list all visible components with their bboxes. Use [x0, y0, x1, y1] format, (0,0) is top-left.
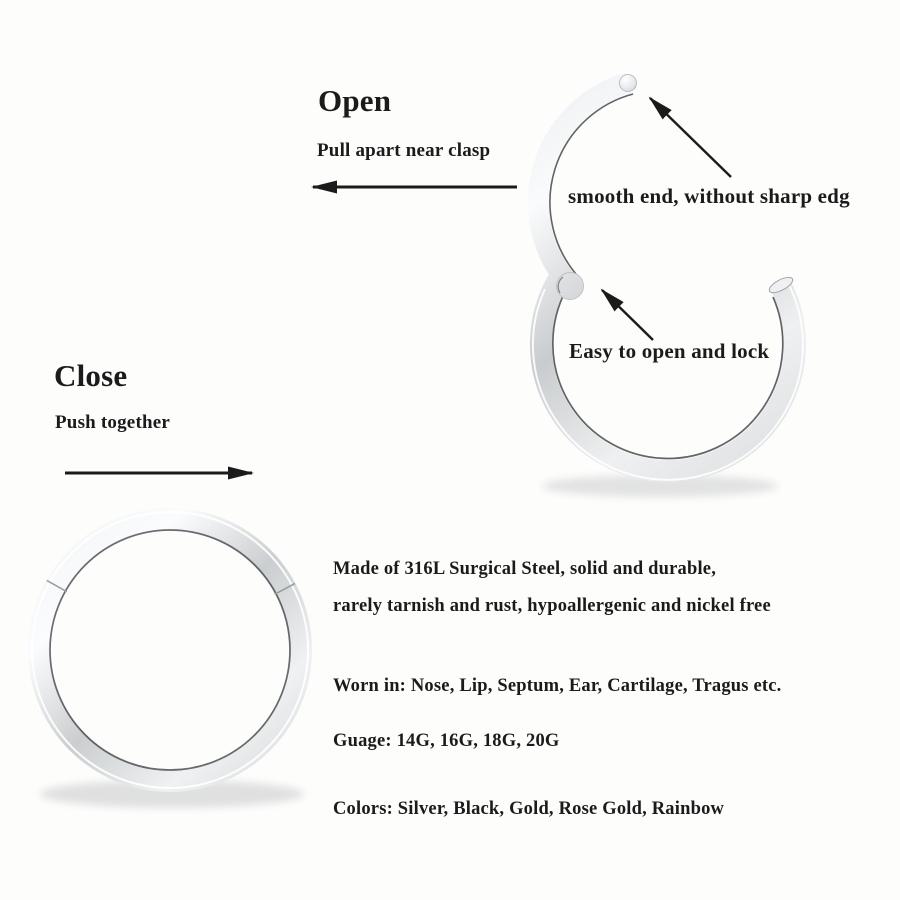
annotation-arrows — [65, 96, 732, 480]
hinge-joint — [556, 272, 584, 300]
closed-ring-shadow — [40, 780, 304, 808]
open-ring-shadow — [542, 475, 778, 497]
easy-lock-label: Easy to open and lock — [569, 339, 770, 363]
open-ring-illustration — [527, 72, 806, 497]
closed-ring-illustration — [28, 508, 312, 808]
closed-ring-seam-right — [274, 582, 296, 596]
smooth-end-label: smooth end, without sharp edg — [568, 184, 850, 208]
close-subtitle: Push together — [55, 412, 171, 433]
open-subtitle: Pull apart near clasp — [317, 140, 491, 161]
worn-in-text: Worn in: Nose, Lip, Septum, Ear, Cartila… — [333, 676, 782, 696]
material-line-1: Made of 316L Surgical Steel, solid and d… — [333, 559, 717, 579]
hinge-joint-line — [557, 276, 564, 294]
open-ring-highlight — [531, 282, 804, 481]
smooth-end-pointer-icon — [648, 96, 732, 178]
cut-end-face — [768, 276, 794, 294]
material-line-2: rarely tarnish and rust, hypoallergenic … — [333, 596, 771, 616]
colors-text: Colors: Silver, Black, Gold, Rose Gold, … — [333, 799, 725, 819]
closed-ring-highlight — [31, 511, 309, 789]
gauge-text: Guage: 14G, 16G, 18G, 20G — [333, 731, 560, 751]
closed-ring-body — [28, 508, 312, 792]
open-title: Open — [318, 83, 392, 118]
smooth-ball-end — [619, 74, 637, 92]
open-ring-hinged-segment — [527, 72, 632, 293]
easy-lock-pointer-icon — [600, 288, 654, 341]
closed-ring-reflection — [49, 529, 291, 771]
open-ring-body — [529, 275, 806, 483]
hinged-segment-reflection — [549, 93, 634, 275]
close-title: Close — [54, 358, 128, 393]
closed-ring-seam-left — [46, 579, 68, 593]
open-ring-reflection — [551, 289, 784, 460]
